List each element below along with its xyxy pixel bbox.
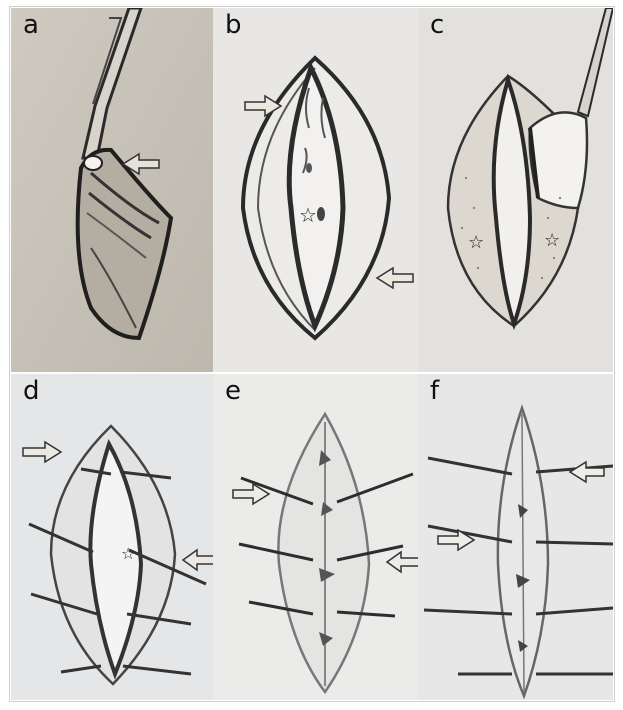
panel-label-d: d xyxy=(23,378,40,404)
arrow-icon xyxy=(377,268,413,288)
star-icon: ☆ xyxy=(299,203,317,227)
panel-c: ☆ ☆ c xyxy=(418,8,613,372)
panel-a-drawing xyxy=(11,8,213,372)
arrow-icon xyxy=(183,550,213,570)
forceps-icon xyxy=(578,8,613,116)
star-icon: ☆ xyxy=(544,230,560,251)
panel-e: e xyxy=(213,374,418,700)
arrow-icon xyxy=(23,442,61,462)
panel-b: ☆ b xyxy=(213,8,418,372)
star-icon: ☆ xyxy=(468,232,484,253)
panel-c-drawing: ☆ ☆ xyxy=(418,8,613,372)
panel-label-c: c xyxy=(430,12,444,38)
arrow-icon xyxy=(570,462,604,482)
arrow-icon xyxy=(387,552,418,572)
panel-label-a: a xyxy=(23,12,39,38)
panel-f: f xyxy=(418,374,613,700)
panel-label-b: b xyxy=(225,12,242,38)
panel-a: a xyxy=(11,8,213,372)
panel-b-drawing: ☆ xyxy=(213,8,418,372)
panel-f-drawing xyxy=(418,374,613,700)
panel-e-drawing xyxy=(213,374,418,700)
panel-label-e: e xyxy=(225,378,241,404)
six-panel-figure: a ☆ b ☆ ☆ xyxy=(9,6,615,702)
panel-d-drawing: ☆ xyxy=(11,374,213,700)
star-icon: ☆ xyxy=(121,544,135,563)
panel-d: ☆ d xyxy=(11,374,213,700)
panel-label-f: f xyxy=(430,378,439,404)
